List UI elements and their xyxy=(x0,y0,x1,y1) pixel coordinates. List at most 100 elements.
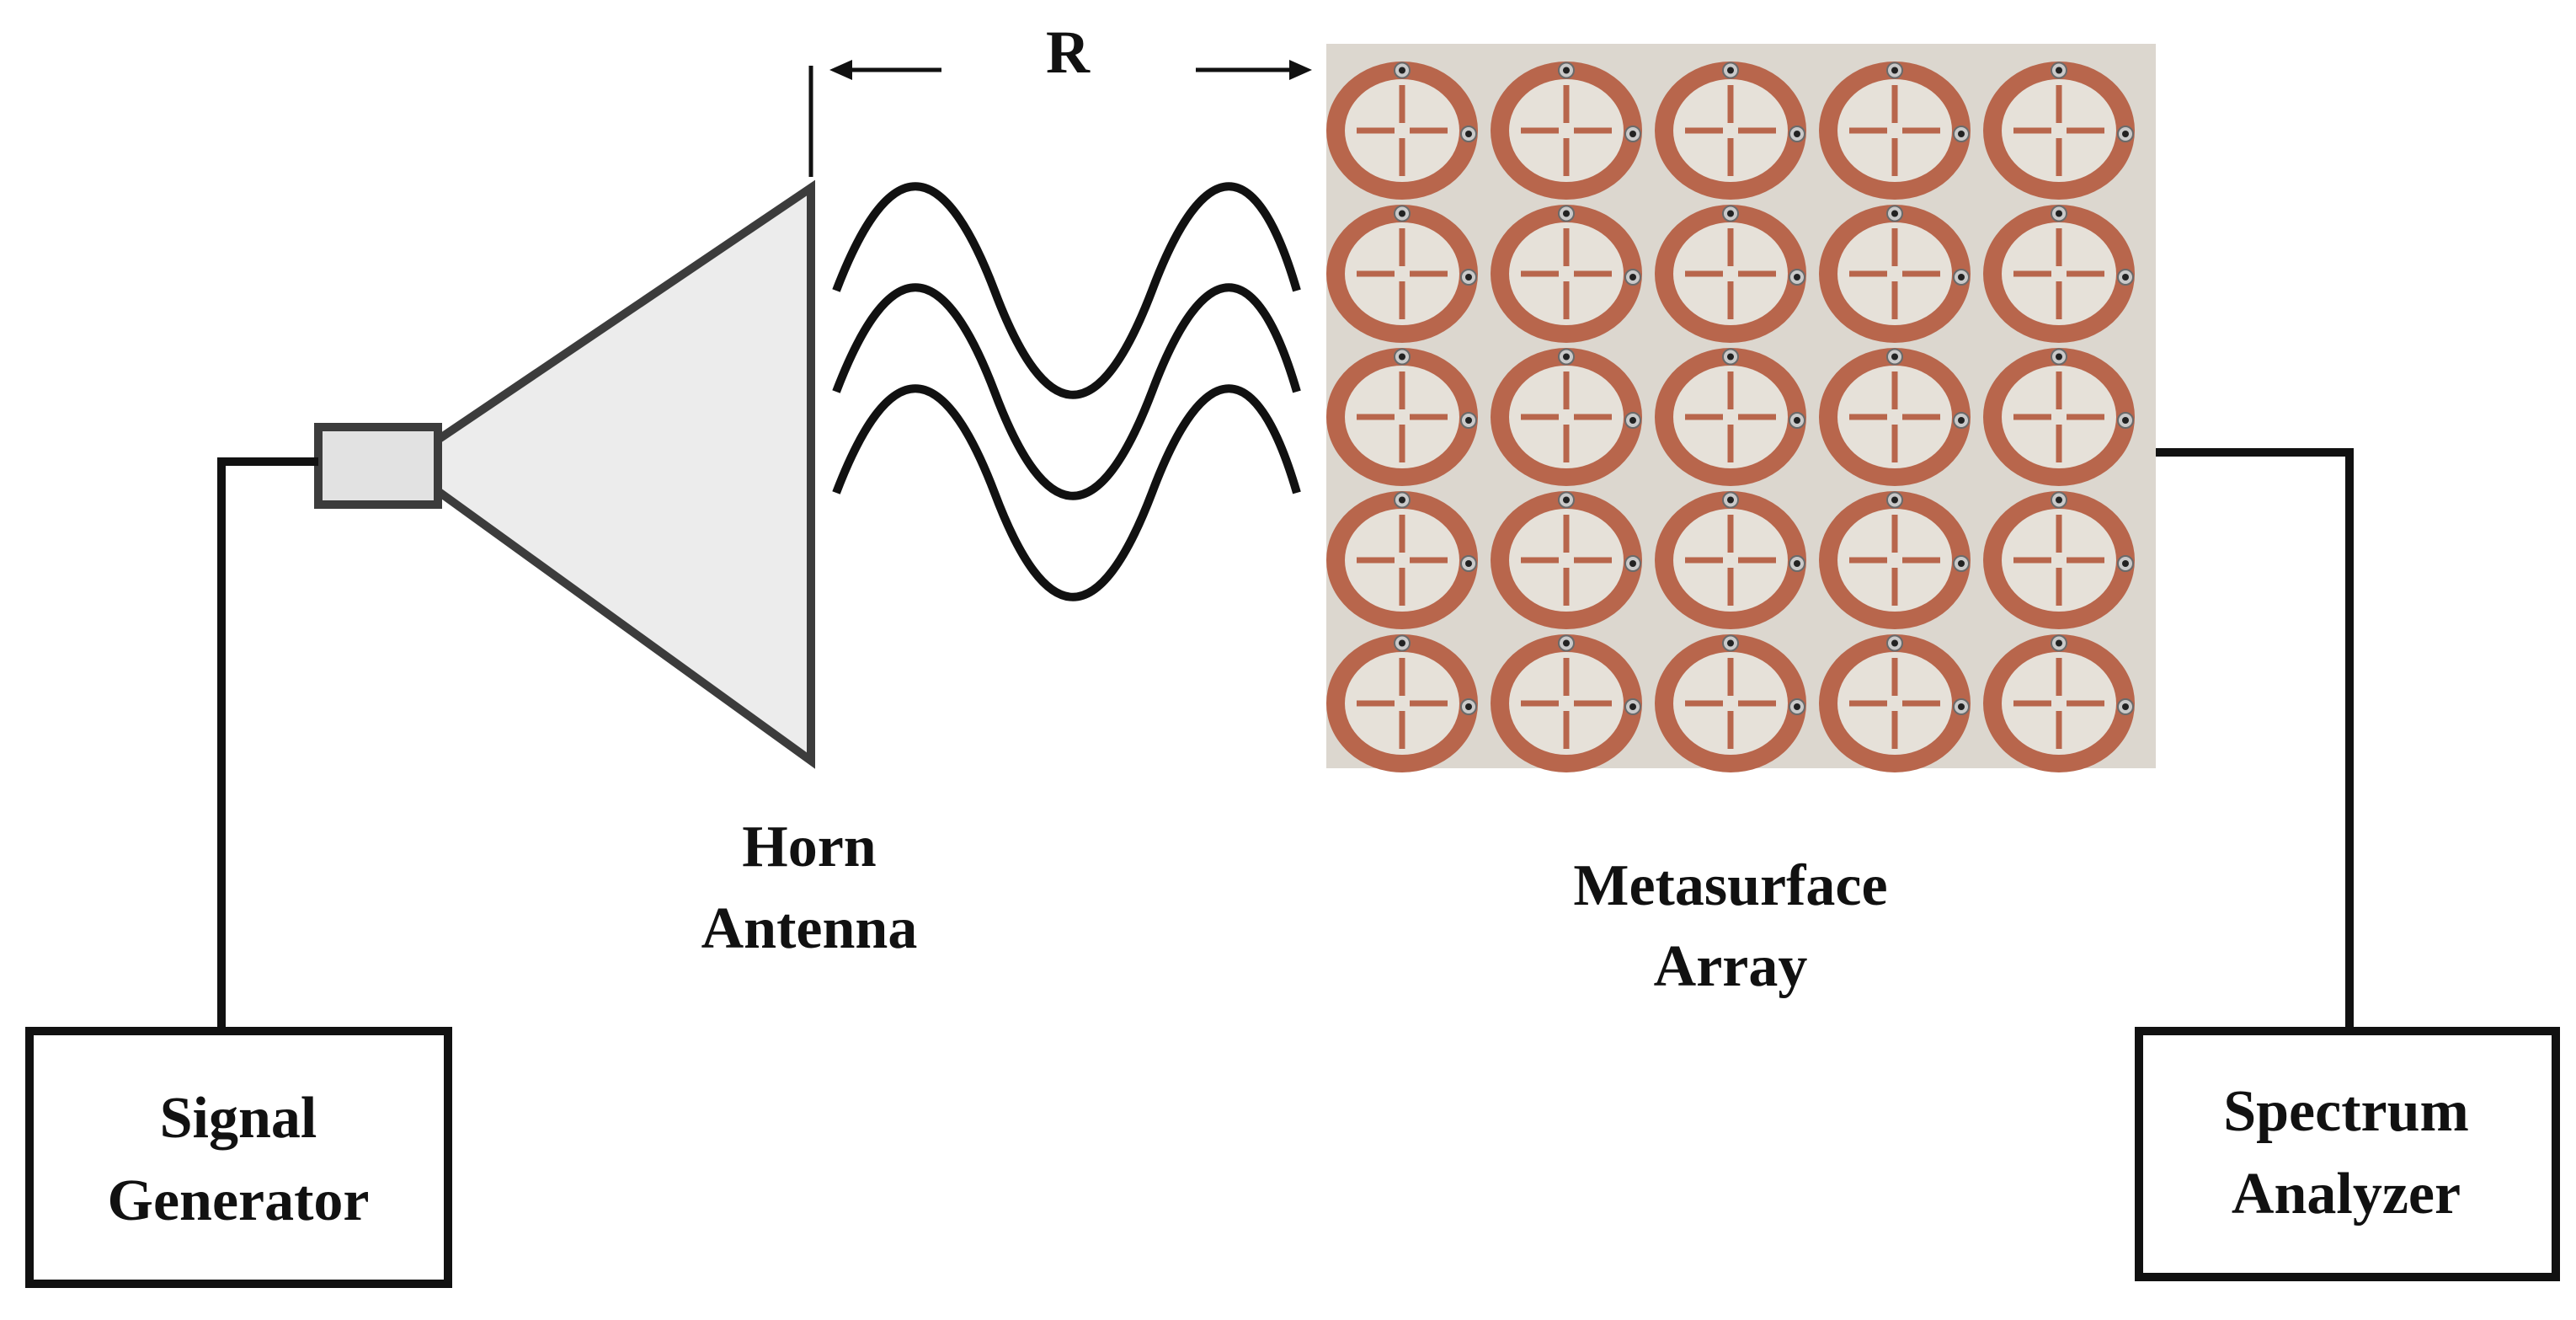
metasurface-unit-cell xyxy=(1326,634,1478,772)
via-hole xyxy=(2056,210,2062,217)
metasurface-unit-cell xyxy=(1491,491,1642,629)
via-hole xyxy=(1629,560,1636,567)
via-hole xyxy=(1563,210,1570,217)
spectrum-analyzer-cable xyxy=(2156,448,2354,1029)
metasurface-unit-cell xyxy=(1491,205,1642,343)
ring-center xyxy=(1345,79,1459,182)
ring-center xyxy=(1837,652,1952,755)
via-hole xyxy=(1794,131,1800,137)
metasurface-unit-cell xyxy=(1655,491,1806,629)
via-hole xyxy=(2056,639,2062,647)
via-hole xyxy=(1399,353,1405,361)
metasurface-unit-cell xyxy=(1819,348,1971,486)
ring-center xyxy=(1837,509,1952,612)
ring-center xyxy=(1673,366,1788,468)
ring-center xyxy=(1837,79,1952,182)
metasurface-unit-cell xyxy=(1326,61,1478,200)
horn-feed-waveguide xyxy=(314,423,442,509)
signal-generator-label-line2: Generator xyxy=(108,1168,370,1233)
via-hole xyxy=(1727,67,1734,74)
via-hole xyxy=(1958,417,1965,424)
horn-antenna xyxy=(314,179,815,769)
via-hole xyxy=(2056,67,2062,74)
ring-center xyxy=(1837,222,1952,325)
ring-center xyxy=(2002,509,2116,612)
ring-center xyxy=(1509,222,1624,325)
metasurface-unit-cell xyxy=(1655,205,1806,343)
via-hole xyxy=(1629,131,1636,137)
metasurface-unit-cell xyxy=(1819,205,1971,343)
via-hole xyxy=(1563,639,1570,647)
metasurface-unit-cell xyxy=(1326,348,1478,486)
signal-generator-cable xyxy=(217,457,318,1029)
via-hole xyxy=(1794,560,1800,567)
ring-center xyxy=(2002,222,2116,325)
ring-center xyxy=(2002,652,2116,755)
ring-center xyxy=(1509,509,1624,612)
via-hole xyxy=(1794,274,1800,281)
metasurface-unit-cell xyxy=(1655,634,1806,772)
via-hole xyxy=(1399,210,1405,217)
metasurface-label-line2: Array xyxy=(1654,934,1808,999)
metasurface-unit-cell xyxy=(1983,348,2135,486)
ring-center xyxy=(1837,366,1952,468)
ring-center xyxy=(1509,366,1624,468)
metasurface-unit-cell xyxy=(1491,348,1642,486)
metasurface-unit-cell xyxy=(1326,205,1478,343)
distance-arrow-left xyxy=(829,60,941,80)
via-hole xyxy=(1465,417,1472,424)
signal-generator: Signal Generator xyxy=(25,1027,452,1288)
via-hole xyxy=(2122,131,2129,137)
via-hole xyxy=(1794,703,1800,710)
via-hole xyxy=(1891,67,1898,74)
ring-center xyxy=(1509,79,1624,182)
metasurface-unit-cell xyxy=(1491,634,1642,772)
ring-center xyxy=(1673,652,1788,755)
via-hole xyxy=(1891,353,1898,361)
ring-center xyxy=(1345,366,1459,468)
metasurface-unit-cell xyxy=(1326,491,1478,629)
via-hole xyxy=(1958,131,1965,137)
metasurface-cells xyxy=(1326,61,2135,772)
horn-antenna-label-line1: Horn xyxy=(742,815,876,879)
spectrum-analyzer: Spectrum Analyzer xyxy=(2135,1027,2560,1281)
via-hole xyxy=(1399,496,1405,504)
metasurface-unit-cell xyxy=(1819,61,1971,200)
via-hole xyxy=(1794,417,1800,424)
via-hole xyxy=(1629,417,1636,424)
via-hole xyxy=(1727,496,1734,504)
metasurface-array xyxy=(1326,44,2156,772)
ring-center xyxy=(1673,79,1788,182)
spectrum-analyzer-label-line1: Spectrum xyxy=(2223,1079,2469,1144)
via-hole xyxy=(1629,703,1636,710)
ring-center xyxy=(1509,652,1624,755)
spectrum-analyzer-label-line2: Analyzer xyxy=(2232,1162,2461,1226)
via-hole xyxy=(1629,274,1636,281)
via-hole xyxy=(1958,274,1965,281)
via-hole xyxy=(1958,560,1965,567)
via-hole xyxy=(1465,274,1472,281)
via-hole xyxy=(1727,639,1734,647)
metasurface-unit-cell xyxy=(1983,205,2135,343)
via-hole xyxy=(1891,496,1898,504)
distance-label: R xyxy=(1046,19,1091,86)
metasurface-unit-cell xyxy=(1983,61,2135,200)
ring-center xyxy=(2002,366,2116,468)
via-hole xyxy=(2122,417,2129,424)
metasurface-unit-cell xyxy=(1983,491,2135,629)
ring-center xyxy=(1673,509,1788,612)
horn-antenna-label-line2: Antenna xyxy=(701,896,918,961)
via-hole xyxy=(2122,560,2129,567)
via-hole xyxy=(2122,274,2129,281)
metasurface-unit-cell xyxy=(1491,61,1642,200)
signal-generator-box xyxy=(25,1027,452,1288)
via-hole xyxy=(1563,496,1570,504)
horn-flare xyxy=(434,179,815,769)
metasurface-unit-cell xyxy=(1819,634,1971,772)
via-hole xyxy=(1465,703,1472,710)
metasurface-unit-cell xyxy=(1655,61,1806,200)
ring-center xyxy=(1345,652,1459,755)
signal-generator-label-line1: Signal xyxy=(160,1086,317,1151)
spectrum-analyzer-box xyxy=(2135,1027,2560,1281)
